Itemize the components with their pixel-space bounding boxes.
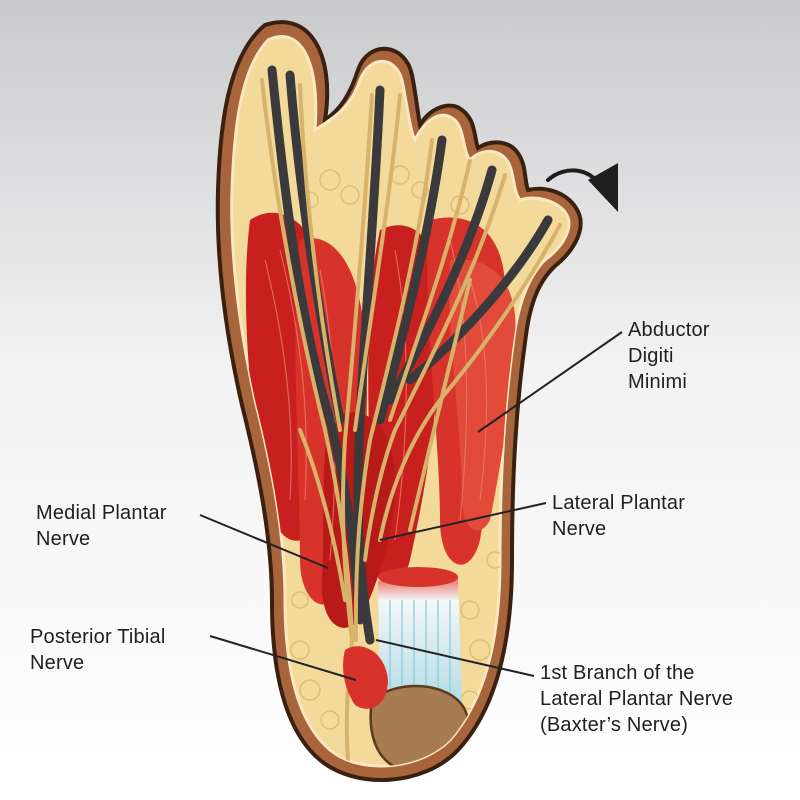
leader-posterior-tibial <box>209 635 357 681</box>
label-baxters-nerve: 1st Branch of the Lateral Plantar Nerve … <box>540 660 733 738</box>
label-line: 1st Branch of the <box>540 662 695 684</box>
leader-lines <box>199 331 623 681</box>
label-line: (Baxter’s Nerve) <box>540 714 689 736</box>
label-line: Medial Plantar <box>36 502 167 524</box>
label-line: Nerve <box>36 528 91 550</box>
label-medial-plantar-nerve: Medial Plantar Nerve <box>36 500 167 552</box>
leader-medial-plantar <box>199 514 329 569</box>
label-line: Lateral Plantar Nerve <box>540 688 734 710</box>
lateral-plantar-nerve <box>363 173 507 562</box>
rotation-arrow-icon <box>546 163 618 212</box>
label-line: Minimi <box>628 371 687 393</box>
label-posterior-tibial-nerve: Posterior Tibial Nerve <box>30 624 165 676</box>
label-line: Abductor <box>628 319 710 341</box>
leader-abductor <box>477 331 623 433</box>
medial-plantar-nerve <box>340 93 374 642</box>
tendon <box>378 567 462 717</box>
plantar-nerves <box>260 78 562 762</box>
leader-lateral-plantar <box>379 502 547 541</box>
leader-baxter <box>375 639 535 677</box>
label-line: Digiti <box>628 345 674 367</box>
label-abductor-digiti-minimi: Abductor Digiti Minimi <box>628 317 710 395</box>
label-line: Nerve <box>30 652 85 674</box>
label-line: Lateral Plantar <box>552 492 686 514</box>
label-line: Nerve <box>552 518 607 540</box>
label-line: Posterior Tibial <box>30 626 166 648</box>
label-lateral-plantar-nerve: Lateral Plantar Nerve <box>552 490 685 542</box>
